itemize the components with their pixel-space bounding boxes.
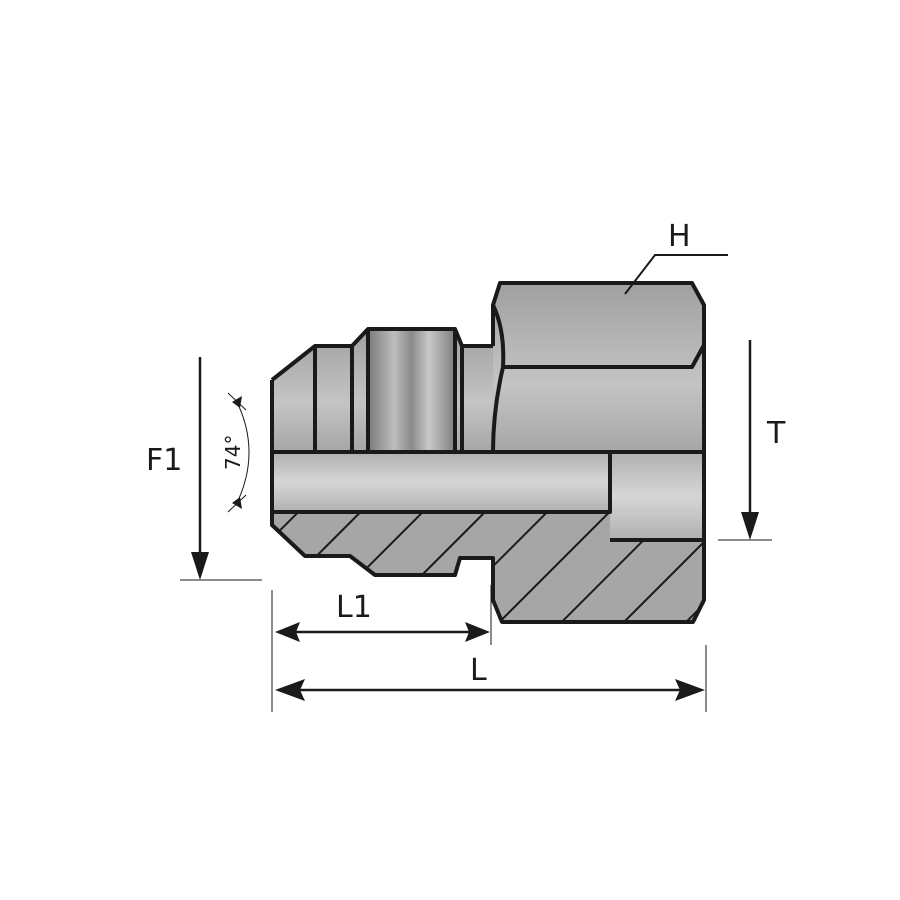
- bore: [272, 452, 610, 512]
- arrow-right-icon: [465, 622, 490, 642]
- dimension-f1: [180, 357, 262, 581]
- dimension-angle: [227, 392, 250, 513]
- thread-section: [368, 329, 455, 452]
- arrow-down-icon: [191, 552, 209, 580]
- dimension-l1: [275, 585, 492, 645]
- hex-leader-line: [624, 254, 728, 295]
- label-l1: L1: [336, 590, 372, 625]
- arrow-down-icon: [741, 512, 759, 540]
- dimension-t: [718, 340, 772, 541]
- label-angle: 74°: [221, 435, 245, 470]
- counterbore: [610, 452, 704, 540]
- arrow-left-icon: [275, 622, 300, 642]
- dimension-l: [271, 590, 707, 712]
- label-t: T: [766, 416, 786, 451]
- arrow-left-icon: [275, 679, 305, 701]
- label-h: H: [668, 219, 691, 254]
- fitting-body: [270, 281, 706, 624]
- arrow-right-icon: [675, 679, 705, 701]
- arrow-icon: [232, 396, 242, 408]
- section-hatch: [272, 512, 704, 622]
- arrow-icon: [232, 497, 242, 509]
- label-f1: F1: [146, 443, 182, 478]
- label-l: L: [470, 653, 487, 688]
